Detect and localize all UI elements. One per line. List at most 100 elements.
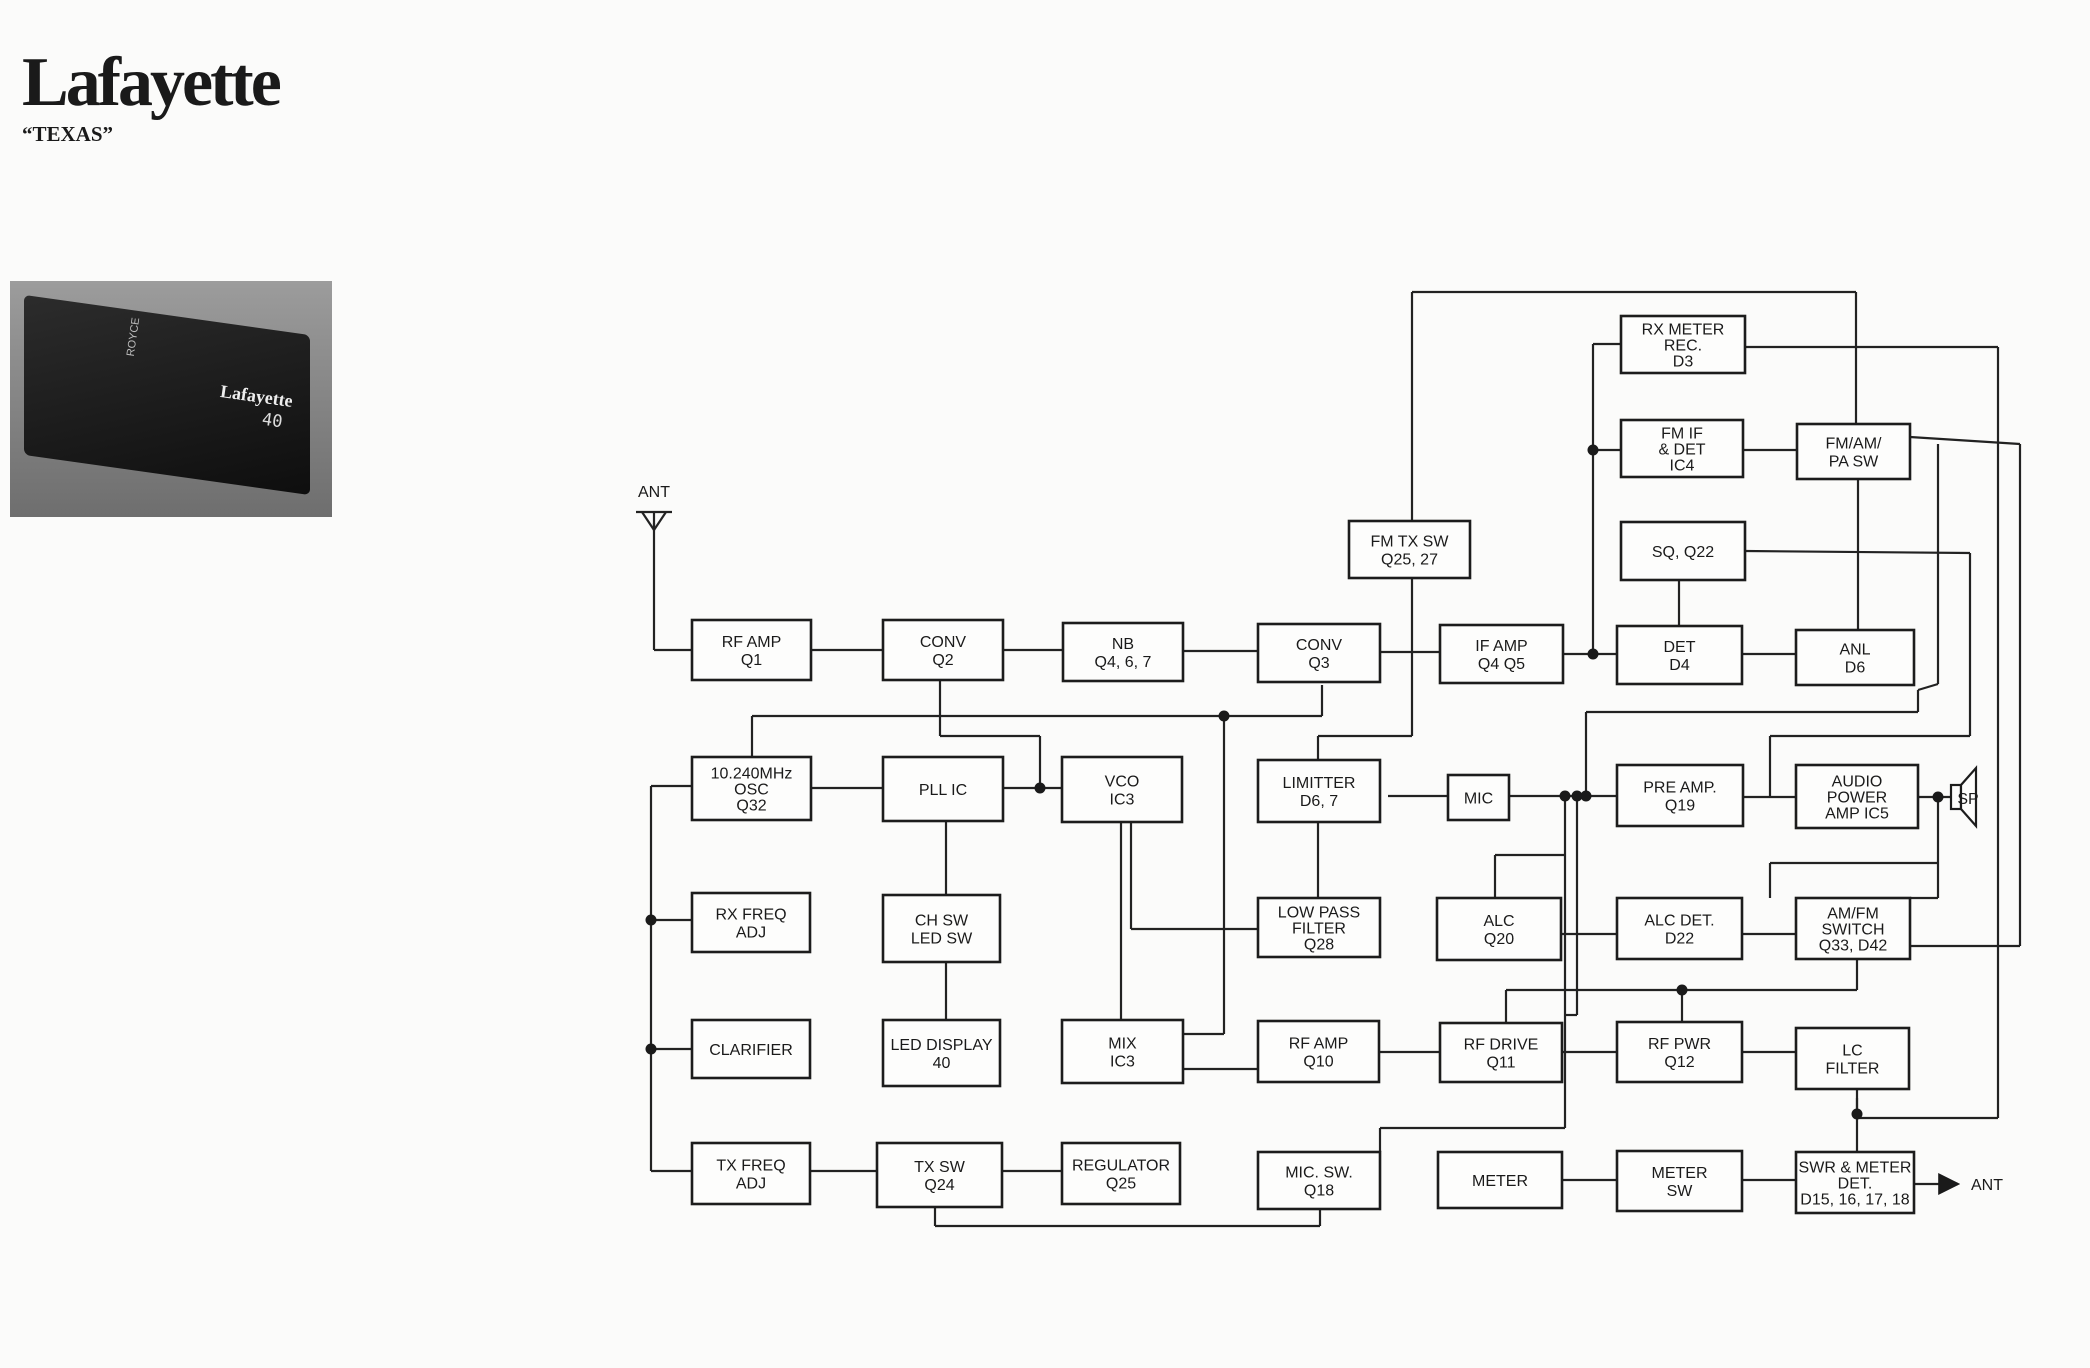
ant-in-label: ANT [638, 484, 670, 501]
block-box [881, 618, 1005, 682]
model-name: “TEXAS” [22, 122, 114, 146]
block-label: D6 [1845, 660, 1866, 677]
block-box [1256, 1150, 1382, 1211]
block-label: Q2 [932, 652, 953, 669]
block-box [1438, 623, 1565, 685]
block-box [1795, 422, 1912, 481]
block-label: D15, 16, 17, 18 [1800, 1192, 1910, 1209]
block-label: ANL [1839, 642, 1870, 659]
block-label: SQ, Q22 [1652, 544, 1714, 561]
block-label: CLARIFIER [709, 1042, 793, 1059]
block-label: ADJ [736, 1176, 766, 1193]
block-label: NB [1112, 636, 1134, 653]
block-label: DET. [1838, 1176, 1873, 1193]
block-label: 10.240MHz [711, 766, 793, 783]
block-box [1615, 896, 1744, 961]
block-label: LIMITTER [1283, 775, 1356, 792]
product-photo: ROYCE Lafayette 40 [10, 281, 332, 517]
block-label: Q18 [1304, 1183, 1334, 1200]
brand-title: Lafayette [22, 44, 282, 121]
block-label: Q20 [1484, 931, 1514, 948]
block-box [1438, 1021, 1564, 1084]
block-box [690, 755, 813, 822]
block-clarifier: CLARIFIER [690, 1018, 812, 1080]
block-label: VCO [1105, 774, 1140, 791]
block-mic: MIC [1446, 773, 1511, 822]
ant-out-label: ANT [1971, 1177, 2003, 1194]
block-label: REGULATOR [1072, 1158, 1170, 1175]
block-label: PLL IC [919, 782, 967, 799]
block-box [1619, 314, 1747, 375]
block-label: IC3 [1110, 792, 1135, 809]
block-label: AUDIO [1832, 774, 1883, 791]
block-label: Q11 [1486, 1055, 1515, 1072]
block-box [1347, 519, 1472, 580]
block-box [690, 891, 812, 954]
block-alc-det: ALC DET.D22 [1615, 896, 1744, 961]
block-label: SWR & METER [1799, 1160, 1912, 1177]
block-label: REC. [1664, 338, 1702, 355]
block-label: OSC [734, 782, 769, 799]
block-label: Q25 [1106, 1176, 1136, 1193]
block-box [690, 1018, 812, 1080]
block-label: LED SW [911, 931, 973, 948]
block-label: LOW PASS [1278, 905, 1360, 922]
block-label: SW [1667, 1183, 1694, 1200]
block-label: D6, 7 [1300, 793, 1338, 810]
block-fm-am-pa: FM/AM/PA SW [1795, 422, 1912, 481]
block-label: SWITCH [1821, 922, 1884, 939]
block-label: CONV [1296, 637, 1343, 654]
block-label: IC4 [1670, 458, 1695, 475]
block-mic-sw: MIC. SW.Q18 [1256, 1150, 1382, 1211]
block-label: TX FREQ [716, 1158, 785, 1175]
block-label: PRE AMP. [1643, 780, 1717, 797]
block-box [1060, 1018, 1185, 1085]
speaker-label: SP [1957, 791, 1978, 808]
block-pre-amp: PRE AMP.Q19 [1615, 763, 1745, 828]
block-box [1615, 1020, 1744, 1084]
block-box [1256, 622, 1382, 684]
block-box [1794, 896, 1912, 961]
block-label: PA SW [1829, 454, 1879, 471]
block-box [1615, 624, 1744, 686]
block-box [881, 755, 1005, 823]
block-box [875, 1141, 1004, 1209]
block-label: MIC. SW. [1285, 1165, 1353, 1182]
block-label: CH SW [915, 913, 969, 930]
block-pll: PLL IC [881, 755, 1005, 823]
block-label: Q28 [1304, 937, 1334, 954]
block-label: DET [1664, 639, 1696, 656]
block-label: RX METER [1642, 322, 1725, 339]
block-label: FM TX SW [1371, 534, 1450, 551]
antenna-icon [636, 510, 672, 532]
block-box [1256, 1019, 1381, 1084]
block-label: ALC DET. [1644, 913, 1714, 930]
block-sq: SQ, Q22 [1619, 520, 1747, 582]
block-label: RF AMP [1289, 1036, 1349, 1053]
block-label: D4 [1669, 657, 1690, 674]
block-label: LC [1842, 1043, 1862, 1060]
